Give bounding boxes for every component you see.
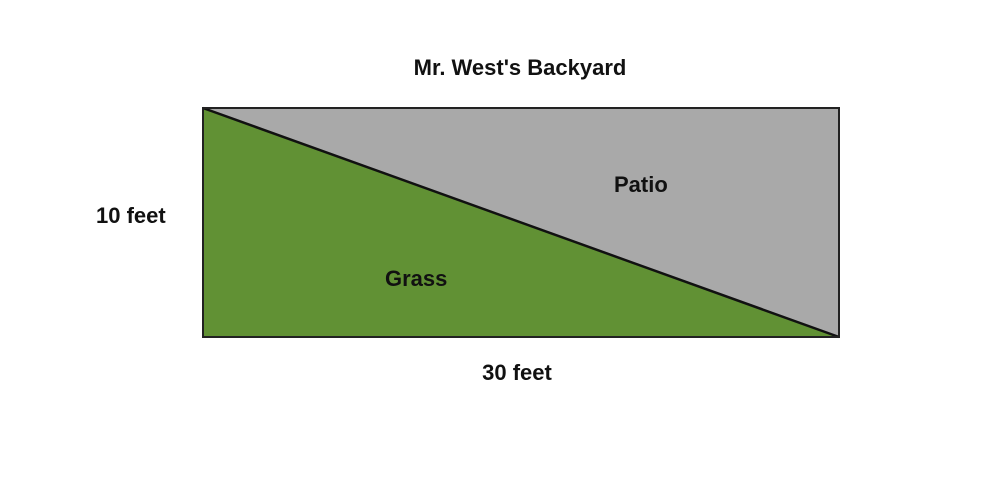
patio-label: Patio (614, 172, 668, 197)
width-label: 30 feet (482, 360, 552, 385)
height-label: 10 feet (96, 203, 166, 228)
backyard-outline (202, 107, 840, 338)
diagram-title: Mr. West's Backyard (413, 55, 627, 80)
diagonal-line (202, 106, 840, 339)
grass-label: Grass (385, 266, 448, 291)
